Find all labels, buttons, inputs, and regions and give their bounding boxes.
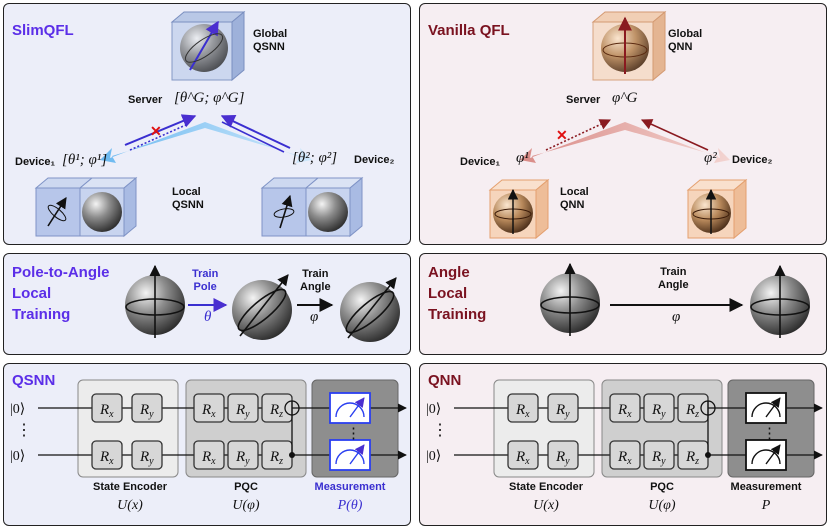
rotation-gate <box>91 393 123 423</box>
cnot-control <box>289 452 295 458</box>
bloch-sphere-angle-trained <box>340 277 400 342</box>
rotation-gate <box>193 440 225 470</box>
rotation-gate <box>547 440 579 470</box>
rotation-gate <box>131 440 163 470</box>
rotation-gate <box>507 440 539 470</box>
local-qsnn-label: Local QSNN <box>172 186 204 211</box>
bloch-sphere-vanilla-initial <box>540 262 600 336</box>
rotation-gate <box>227 393 259 423</box>
meter-gate <box>329 392 371 424</box>
phi-label-left: φ <box>310 309 319 325</box>
slimqfl-title: SlimQFL <box>12 22 74 39</box>
measurement-math: P(θ) <box>337 498 363 513</box>
pqc-math-right: U(φ) <box>648 498 676 513</box>
server-label-right: Server <box>566 94 601 106</box>
qnn-title: QNN <box>428 372 462 389</box>
qsnn-title: QSNN <box>12 372 56 389</box>
bloch-sphere-initial <box>125 264 185 338</box>
rotation-gate <box>609 440 641 470</box>
device1-params: [θ¹; φ¹] <box>62 152 108 168</box>
meter-gate <box>329 439 371 471</box>
server-param-right: φ^G <box>612 90 638 106</box>
svg-text:✕: ✕ <box>150 123 162 139</box>
slimqfl-communication: ✕ <box>100 114 312 163</box>
train-angle-label-left: Train Angle <box>300 268 331 293</box>
state-encoder-caption: State Encoder <box>93 481 167 493</box>
pole-to-angle-title: Pole-to-Angle Local Training <box>12 264 110 323</box>
ket-zero-label: |0⟩ <box>426 402 441 417</box>
local-qnn-label: Local QNN <box>560 186 589 211</box>
ket-zero-label: |0⟩ <box>426 449 441 464</box>
rotation-gate <box>643 440 675 470</box>
ket-zero-label: |0⟩ <box>10 449 25 464</box>
state-encoder-math-right: U(x) <box>533 498 559 513</box>
state-encoder-caption-right: State Encoder <box>509 481 583 493</box>
rotation-gate <box>609 393 641 423</box>
local-qsnn-device2 <box>260 176 364 238</box>
measurement-caption: Measurement <box>314 481 386 493</box>
device2-params: [θ²; φ²] <box>292 150 338 166</box>
meter-dial <box>751 402 781 418</box>
meter-dial <box>751 449 781 465</box>
device1-label-right: Device₁ <box>460 156 501 168</box>
measurement-caption-right: Measurement <box>730 481 802 493</box>
theta-label: θ <box>204 309 212 325</box>
rotation-gate <box>547 393 579 423</box>
global-qsnn-cube <box>170 10 246 82</box>
qubit-dots: ⋮ <box>432 422 448 439</box>
train-angle-label-right: Train Angle <box>658 266 689 291</box>
meter-needle <box>765 397 781 418</box>
local-qsnn-device1 <box>34 176 138 238</box>
meter-needle <box>765 444 781 465</box>
qubit-dots: ⋮ <box>16 422 32 439</box>
local-qnn-device2 <box>686 178 748 240</box>
device1-param-right: φ¹ <box>516 150 529 166</box>
meter-needle <box>349 444 365 465</box>
meter-dial <box>335 402 365 418</box>
angle-training-title: Angle Local Training <box>428 264 487 323</box>
ket-zero-label: |0⟩ <box>10 402 25 417</box>
vanilla-qfl-title: Vanilla QFL <box>428 22 510 39</box>
bloch-sphere-pole-trained <box>232 274 292 340</box>
device2-label: Device₂ <box>354 154 395 166</box>
meter-needle <box>349 397 365 418</box>
measurement-math-right: P <box>761 498 771 513</box>
server-params: [θ^G; φ^G] <box>174 90 245 106</box>
server-label: Server <box>128 94 163 106</box>
state-encoder-math: U(x) <box>117 498 143 513</box>
device2-label-right: Device₂ <box>732 154 773 166</box>
global-qsnn-label: Global QSNN <box>253 28 288 53</box>
rotation-gate <box>507 393 539 423</box>
rotation-gate <box>131 393 163 423</box>
cnot-control <box>705 452 711 458</box>
meter-gate <box>745 439 787 471</box>
rotation-gate <box>643 393 675 423</box>
rotation-gate <box>193 393 225 423</box>
rotation-gate <box>91 440 123 470</box>
meter-dial <box>335 449 365 465</box>
phi-label-right: φ <box>672 309 681 325</box>
device2-param-right: φ² <box>704 150 717 166</box>
train-pole-label: Train Pole <box>192 268 219 293</box>
device1-label: Device₁ <box>15 156 56 168</box>
svg-text:✕: ✕ <box>556 127 568 143</box>
rotation-gate <box>227 440 259 470</box>
global-qnn-label: Global QNN <box>668 28 703 53</box>
meter-dots: ⋮ <box>346 425 361 442</box>
global-qnn-cube <box>591 10 667 82</box>
pqc-caption-right: PQC <box>650 481 674 493</box>
vanilla-communication: ✕ <box>520 119 730 163</box>
local-qnn-device1 <box>488 178 550 240</box>
pqc-caption: PQC <box>234 481 258 493</box>
meter-gate <box>745 392 787 424</box>
bloch-sphere-vanilla-trained <box>750 264 810 338</box>
pqc-math: U(φ) <box>232 498 260 513</box>
meter-dots: ⋮ <box>762 425 777 442</box>
